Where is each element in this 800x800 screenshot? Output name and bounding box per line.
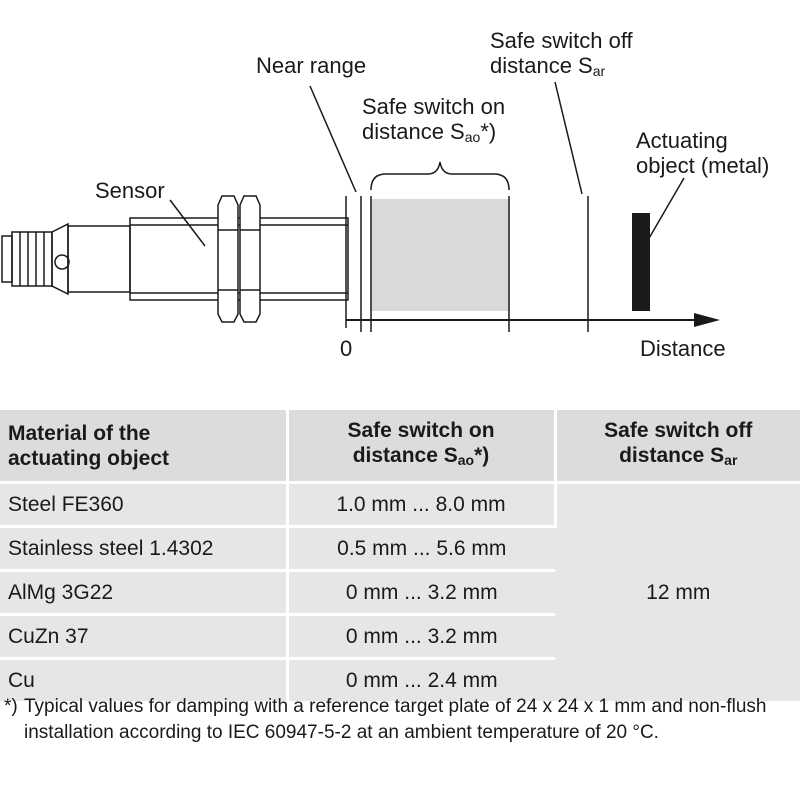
safe-on-cell: 0 mm ... 3.2 mm [287, 569, 555, 615]
safe-on-cell: 0 mm ... 3.2 mm [287, 613, 555, 659]
footnote-marker: *) [4, 696, 18, 717]
distance-axis-arrow-icon [694, 313, 720, 327]
sensor-illustration [1, 195, 349, 323]
safe-off-label-line2: distance Sar [490, 53, 606, 79]
safe-on-cell: 0.5 mm ... 5.6 mm [287, 525, 555, 571]
safe-off-label-line1: Safe switch off [490, 28, 633, 53]
safe-on-brace [370, 161, 510, 191]
sensor-distance-diagram [1, 81, 720, 332]
near-range-label: Near range [256, 53, 367, 78]
material-cell: AlMg 3G22 [0, 569, 289, 615]
actuating-object-label: Actuating object (metal) [636, 128, 770, 178]
sensor-label: Sensor [95, 178, 165, 203]
leader-lines [169, 81, 685, 247]
safe-on-cell: 1.0 mm ... 8.0 mm [287, 481, 557, 527]
material-distance-table: Material of the actuating object Safe sw… [0, 410, 800, 701]
safe-on-label-line1: Safe switch on [362, 94, 506, 119]
safe-on-label: Safe switch on distance Sao*) [362, 94, 505, 150]
distance-label: Distance [640, 336, 726, 361]
table-row: Stainless steel 1.4302 0.5 mm ... 5.6 mm [0, 525, 800, 571]
material-cell: Steel FE360 [0, 481, 289, 527]
table-row: AlMg 3G22 0 mm ... 3.2 mm [0, 569, 800, 615]
safe-switch-on-zone [371, 199, 509, 311]
actuating-object-plate [632, 213, 650, 311]
zero-label: 0 [340, 336, 353, 361]
header-safe-on: Safe switch on distance Sao*) [287, 410, 557, 483]
footnote: *) Typical values for damping with a ref… [4, 694, 794, 746]
table-row: Steel FE360 1.0 mm ... 8.0 mm 12 mm [0, 481, 800, 701]
table-row: CuZn 37 0 mm ... 3.2 mm [0, 613, 800, 659]
safe-on-label-line2: distance Sao*) [362, 119, 497, 145]
table-header-row: Material of the actuating object Safe sw… [0, 410, 800, 483]
material-cell: Stainless steel 1.4302 [0, 525, 289, 571]
table-row: Cu 0 mm ... 2.4 mm [0, 657, 800, 701]
safe-on-cell: 0 mm ... 2.4 mm [287, 657, 555, 701]
material-cell: Cu [0, 657, 289, 701]
material-cell: CuZn 37 [0, 613, 289, 659]
header-material: Material of the actuating object [0, 410, 289, 483]
header-safe-off: Safe switch off distance Sar [555, 410, 800, 483]
footnote-text: Typical values for damping with a refere… [24, 696, 767, 743]
safe-off-cell: 12 mm [555, 481, 800, 701]
safe-off-label: Safe switch off distance Sar [490, 28, 633, 84]
